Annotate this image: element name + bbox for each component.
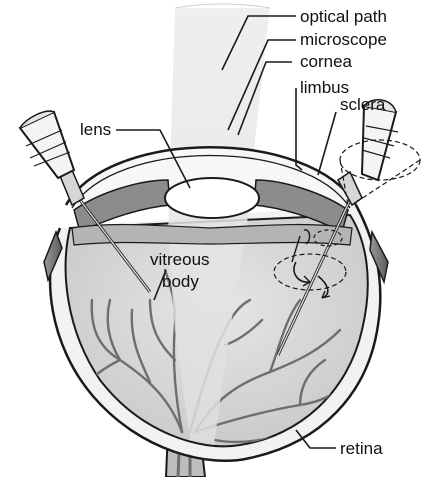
label-sclera: sclera <box>340 95 386 114</box>
label-retina: retina <box>340 439 383 458</box>
label-lens: lens <box>80 120 111 139</box>
label-optical-path: optical path <box>300 7 387 26</box>
label-cornea: cornea <box>300 52 353 71</box>
lens <box>165 178 259 218</box>
light-beam-top <box>175 4 270 8</box>
label-body: body <box>162 272 199 291</box>
label-vitreous: vitreous <box>150 250 210 269</box>
label-microscope: microscope <box>300 30 387 49</box>
